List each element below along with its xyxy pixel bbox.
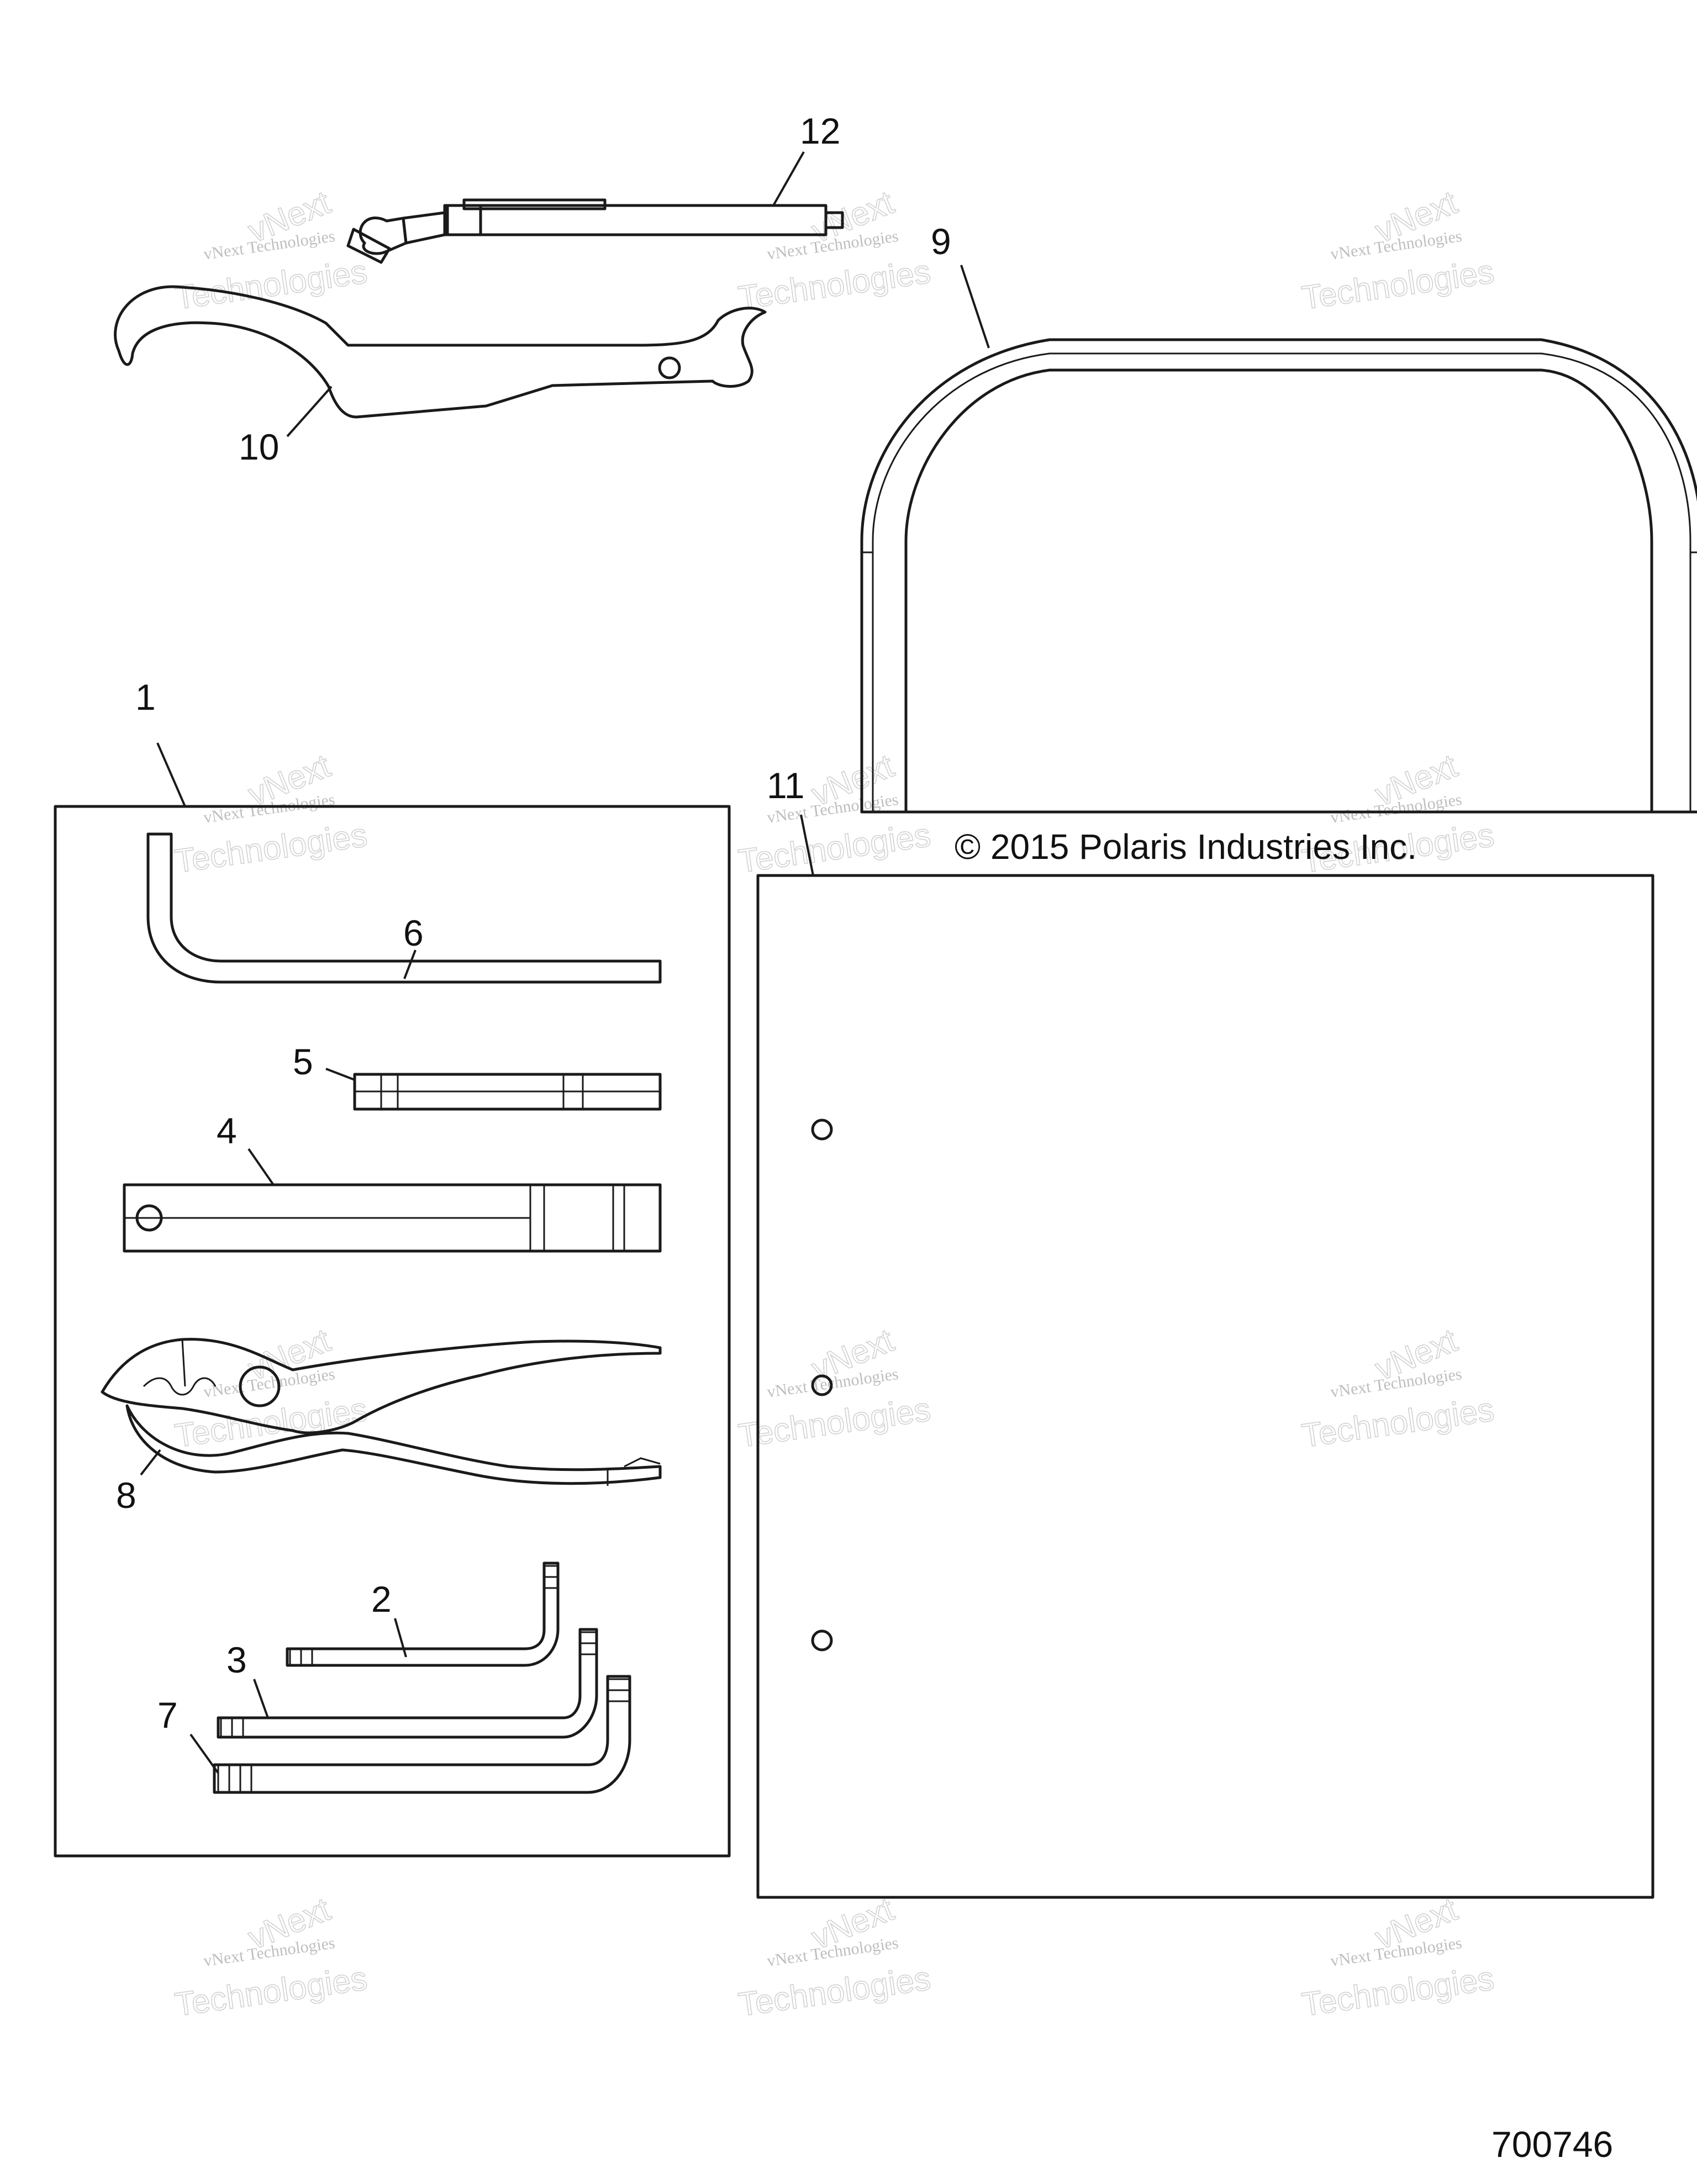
- figure-number: 700746: [1492, 2124, 1613, 2165]
- watermark: vNext Technologies vNext Technologies: [1299, 1321, 1497, 1455]
- svg-text:Technologies: Technologies: [172, 1391, 369, 1454]
- leader-line-4: [247, 1148, 275, 1186]
- svg-text:Technologies: Technologies: [736, 1960, 932, 2023]
- part-1-tool-kit-card: [54, 805, 731, 1858]
- part-4-spark-plug-wrench: [123, 1183, 662, 1253]
- leader-line-7: [189, 1733, 219, 1774]
- callout-3: 3: [226, 1639, 247, 1680]
- watermark: vNext Technologies vNext Technologies: [736, 1890, 934, 2024]
- svg-text:Technologies: Technologies: [1299, 1960, 1496, 2023]
- grommet-hole: [811, 1374, 833, 1396]
- leader-line-12: [772, 151, 805, 206]
- callout-9: 9: [931, 221, 951, 262]
- watermark: vNext Technologies vNext Technologies: [172, 1890, 370, 2024]
- leader-line-2: [394, 1618, 407, 1658]
- part-5-socket-extension: [353, 1073, 662, 1111]
- callout-8: 8: [116, 1475, 136, 1516]
- watermark: vNext Technologies vNext Technologies: [736, 747, 934, 880]
- callout-5: 5: [293, 1041, 313, 1082]
- watermarks: vNext Technologies vNext Technologies vN…: [172, 183, 1497, 2024]
- part-10-spanner-wrench: [114, 285, 767, 419]
- part-8-pliers: [101, 1338, 662, 1486]
- callout-12: 12: [800, 110, 840, 151]
- callout-7: 7: [157, 1695, 178, 1735]
- callout-4: 4: [217, 1110, 237, 1151]
- svg-text:Technologies: Technologies: [172, 1960, 369, 2023]
- part-7-large-hex-key: [213, 1675, 631, 1794]
- svg-text:Technologies: Technologies: [1299, 1391, 1496, 1454]
- part-11-tool-bag: [756, 874, 1654, 1899]
- grommet-hole: [811, 1119, 833, 1141]
- svg-text:Technologies: Technologies: [736, 816, 932, 880]
- watermark: vNext Technologies vNext Technologies: [1299, 183, 1497, 317]
- grommet-hole: [811, 1629, 833, 1652]
- leader-line-6: [403, 949, 417, 979]
- watermark: vNext Technologies vNext Technologies: [736, 1321, 934, 1455]
- callout-10: 10: [239, 426, 279, 467]
- svg-text:Technologies: Technologies: [172, 816, 369, 880]
- part-12-tool-handle: [346, 198, 844, 264]
- copyright-notice: © 2015 Polaris Industries Inc.: [955, 827, 1417, 867]
- part-9-tool-bag-strap: [860, 338, 1697, 814]
- watermark: vNext Technologies vNext Technologies: [736, 183, 934, 317]
- leader-line-11: [800, 814, 814, 876]
- svg-text:Technologies: Technologies: [736, 1391, 932, 1454]
- callout-2: 2: [371, 1579, 392, 1619]
- leader-line-5: [325, 1068, 355, 1081]
- callout-1: 1: [135, 677, 156, 718]
- svg-text:Technologies: Technologies: [736, 253, 932, 316]
- watermark: vNext Technologies vNext Technologies: [172, 183, 370, 317]
- watermark: vNext Technologies vNext Technologies: [172, 747, 370, 880]
- svg-text:Technologies: Technologies: [172, 253, 369, 316]
- part-2-small-hex-key: [286, 1561, 560, 1667]
- leader-line-3: [253, 1679, 269, 1718]
- leader-line-8: [140, 1449, 161, 1476]
- leader-line-1: [156, 742, 186, 807]
- leader-line-9: [960, 265, 990, 349]
- svg-text:Technologies: Technologies: [1299, 253, 1496, 316]
- callout-11: 11: [767, 765, 805, 806]
- leader-line-10: [286, 386, 333, 437]
- watermark: vNext Technologies vNext Technologies: [1299, 1890, 1497, 2024]
- callout-6: 6: [403, 912, 424, 953]
- part-6-hex-key: [146, 832, 662, 984]
- part-3-medium-hex-key: [217, 1628, 598, 1739]
